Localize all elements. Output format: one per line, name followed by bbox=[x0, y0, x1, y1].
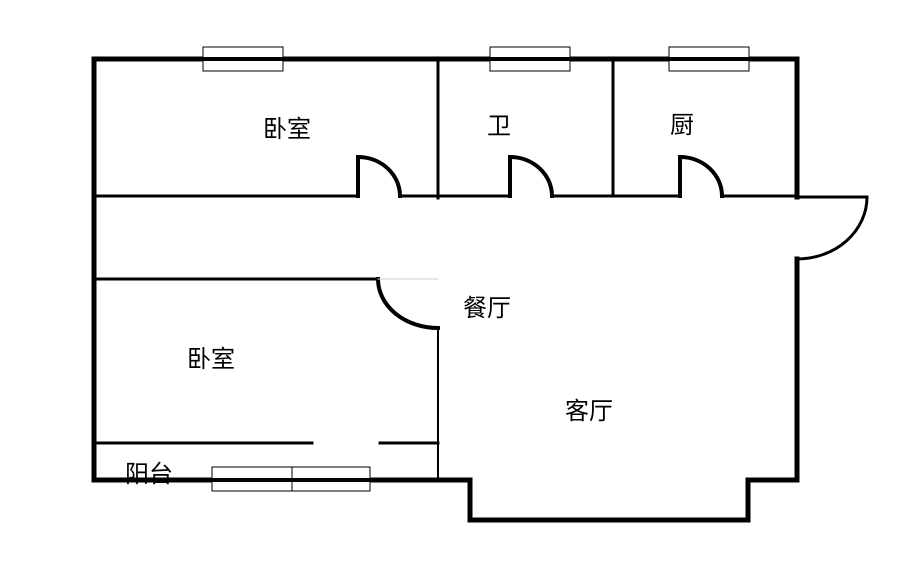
door-bathroom bbox=[508, 154, 555, 199]
door-bedroom-bottom bbox=[375, 276, 441, 331]
outer-wall bbox=[91, 56, 800, 523]
room-label-bathroom: 卫 bbox=[487, 112, 511, 140]
interior-walls bbox=[92, 57, 799, 479]
door-kitchen bbox=[678, 154, 725, 199]
room-label-dining: 餐厅 bbox=[463, 294, 511, 322]
room-label-balcony: 阳台 bbox=[125, 460, 173, 488]
door-entrance bbox=[795, 195, 869, 261]
windows bbox=[201, 46, 751, 492]
room-label-bedroom-top: 卧室 bbox=[263, 115, 311, 143]
room-label-kitchen: 厨 bbox=[670, 111, 694, 139]
room-label-living: 客厅 bbox=[565, 397, 613, 425]
room-label-bedroom-bottom: 卧室 bbox=[187, 345, 235, 373]
door-bedroom-top bbox=[356, 154, 403, 199]
